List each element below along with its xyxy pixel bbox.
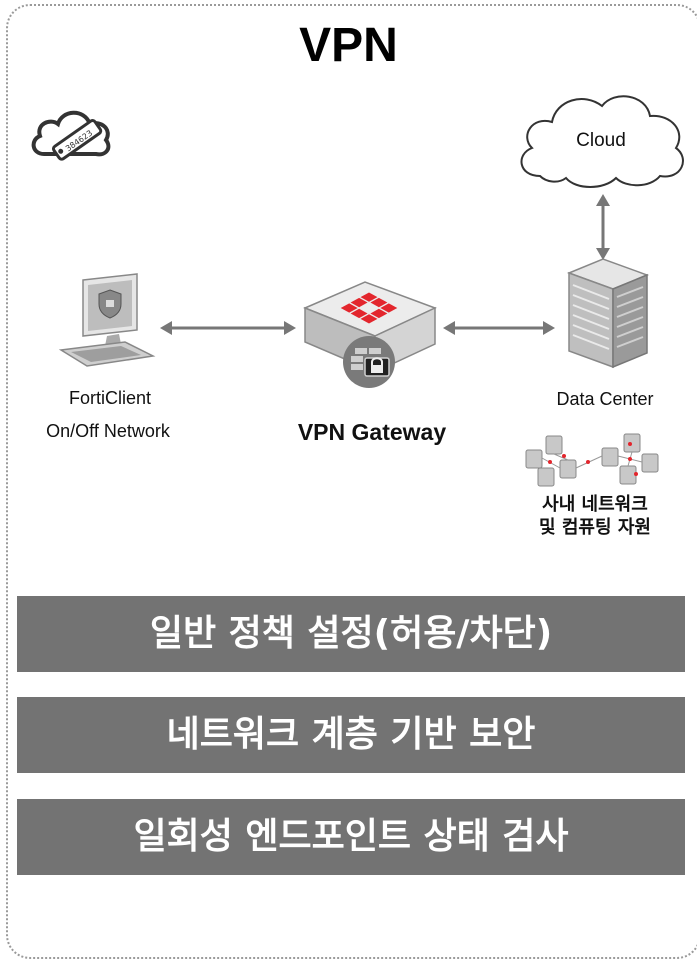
gateway-appliance-icon xyxy=(303,281,437,388)
diagram-title: VPN xyxy=(299,19,398,72)
internal-label-line2: 및 컴퓨팅 자원 xyxy=(539,517,651,538)
cloud-label: Cloud xyxy=(576,130,626,151)
arrow-client-gateway xyxy=(160,321,296,335)
arrow-cloud-datacenter xyxy=(596,194,610,260)
feature-bar-policy: 일반 정책 설정(허용/차단) xyxy=(17,596,685,672)
datacenter-label: Data Center xyxy=(556,389,654,409)
client-label-line2: On/Off Network xyxy=(46,421,170,441)
internal-label-line1: 사내 네트워크 xyxy=(542,494,648,515)
feature-bar-network-security: 네트워크 계층 기반 보안 xyxy=(17,697,685,773)
internal-network-icon xyxy=(525,433,659,487)
cloud-icon xyxy=(520,95,684,188)
datacenter-building-icon xyxy=(566,258,650,369)
cloud-token-icon: 384623 xyxy=(31,110,111,161)
client-label-line1: FortiClient xyxy=(68,388,152,408)
arrow-gateway-datacenter xyxy=(443,321,555,335)
feature-bar-endpoint-check: 일회성 엔드포인트 상태 검사 xyxy=(17,799,685,875)
gateway-label: VPN Gateway xyxy=(297,419,447,445)
computer-icon xyxy=(58,273,156,367)
